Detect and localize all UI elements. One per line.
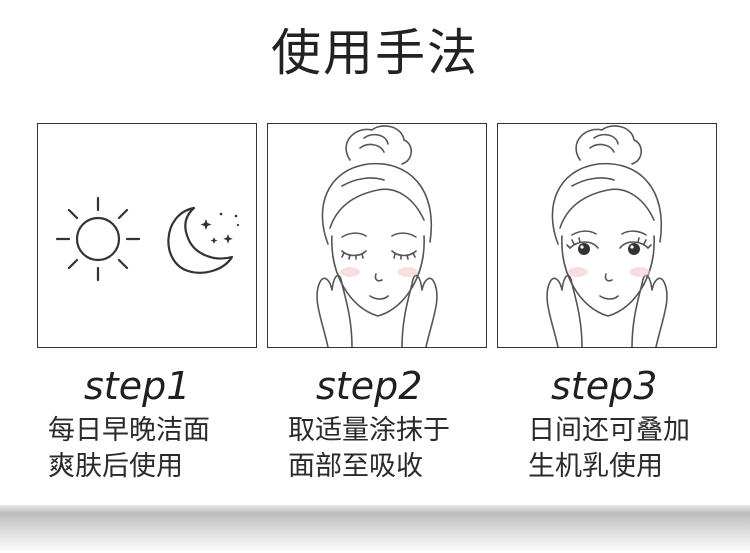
step3-description-line1: 日间还可叠加 [528, 415, 690, 446]
step1-description-line2: 爽肤后使用 [48, 451, 183, 482]
face-eyes-open-illustration [546, 125, 668, 347]
face-eyes-closed-illustration [316, 125, 438, 347]
card-shadow [0, 505, 750, 553]
step2-description-line2: 面部至吸收 [288, 451, 423, 482]
step2-label: step2 [316, 364, 423, 408]
step3-label: step3 [551, 364, 658, 408]
step1-panel [37, 123, 257, 348]
step1-label: step1 [84, 364, 191, 408]
step3-panel [497, 123, 717, 348]
usage-instructions-card: 使用手法 [37, 24, 717, 482]
step1-description-line1: 每日早晚洁面 [48, 415, 210, 446]
step2-panel [267, 123, 487, 348]
moon-icon [167, 206, 240, 274]
step2-description-line1: 取适量涂抹于 [288, 415, 450, 446]
step3-description-line2: 生机乳使用 [528, 451, 663, 482]
sun-icon [55, 196, 141, 282]
page-title: 使用手法 [271, 24, 479, 82]
